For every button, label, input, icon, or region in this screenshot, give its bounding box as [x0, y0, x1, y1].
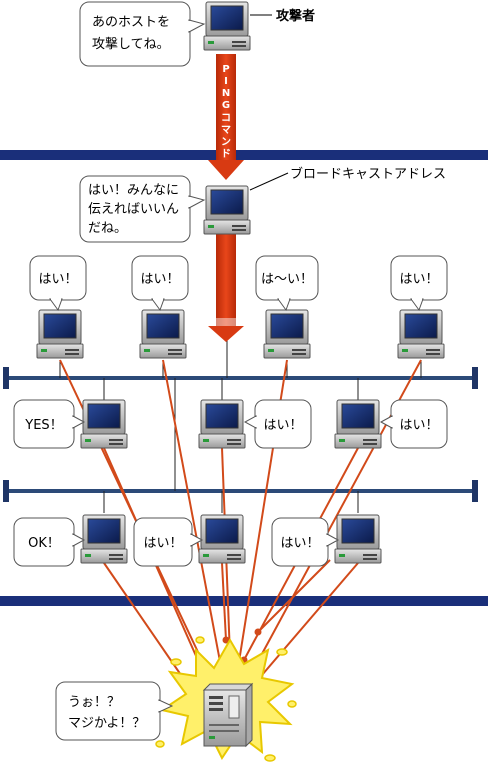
- broadcast-address-label: ブロードキャストアドレス: [290, 166, 446, 182]
- network-band-top: [0, 150, 488, 160]
- svg-text:ド: ド: [221, 148, 231, 160]
- row1-reply-bubble-2: はい！: [131, 255, 189, 312]
- broadcast-computer: [203, 185, 251, 235]
- svg-text:はい！: はい！: [143, 536, 182, 551]
- row1-host-3: [263, 309, 311, 359]
- attacker-label: 攻撃者: [276, 8, 315, 24]
- svg-text:だね。: だね。: [88, 221, 127, 236]
- row2-reply-bubble-1: YES！: [13, 399, 86, 449]
- row1-reply-bubble-4: はい！: [390, 255, 448, 312]
- svg-text:マジかよ！？: マジかよ！？: [68, 716, 145, 731]
- svg-text:ン: ン: [221, 137, 231, 148]
- row3-host-3: [334, 514, 382, 564]
- lan-bus-2: [3, 480, 478, 502]
- row3-host-1: [80, 514, 128, 564]
- broadcast-speech-bubble: はい！みんなに 伝えればいいん だね。: [79, 175, 206, 243]
- row2-reply-bubble-2: はい！: [243, 399, 312, 449]
- svg-text:マ: マ: [221, 125, 231, 136]
- svg-text:は〜い！: は〜い！: [261, 272, 313, 287]
- svg-text:あのホストを: あのホストを: [92, 15, 170, 30]
- svg-text:OK！: OK！: [28, 536, 60, 551]
- svg-text:はい！: はい！: [38, 272, 77, 287]
- ping-command-arrow: [208, 54, 244, 180]
- svg-text:はい！みんなに: はい！みんなに: [88, 183, 179, 198]
- svg-text:攻撃してね。: 攻撃してね。: [92, 36, 170, 52]
- row3-host-2: [198, 514, 246, 564]
- row2-host-1: [80, 399, 128, 449]
- svg-text:うぉ！？: うぉ！？: [68, 695, 120, 710]
- svg-text:はい！: はい！: [399, 418, 438, 433]
- row3-reply-bubble-3: はい！: [271, 517, 340, 567]
- network-connectors: [59, 340, 422, 513]
- row1-host-1: [36, 309, 84, 359]
- victim-speech-bubble: うぉ！？ マジかよ！？: [55, 681, 174, 741]
- svg-text:はい！: はい！: [280, 536, 319, 551]
- svg-text:コ: コ: [221, 113, 231, 124]
- row1-reply-bubble-3: は〜い！: [255, 255, 319, 312]
- row2-host-3: [334, 399, 382, 449]
- svg-text:G: G: [222, 100, 230, 111]
- row3-reply-bubble-1: OK！: [13, 517, 86, 567]
- row1-reply-bubble-1: はい！: [29, 255, 87, 312]
- svg-text:I: I: [224, 76, 228, 87]
- svg-text:YES！: YES！: [24, 418, 62, 433]
- svg-text:はい！: はい！: [140, 272, 179, 287]
- svg-text:はい！: はい！: [399, 272, 438, 287]
- row1-host-2: [139, 309, 187, 359]
- network-band-bottom: [0, 596, 488, 606]
- lan-bus-1: [3, 367, 478, 389]
- svg-text:N: N: [222, 88, 230, 99]
- svg-text:P: P: [222, 64, 229, 75]
- row2-host-2: [198, 399, 246, 449]
- ping-command-label: P I N G コ マ ン ド: [221, 64, 231, 160]
- row3-reply-bubble-2: はい！: [133, 517, 204, 567]
- broadcast-arrow: [208, 234, 244, 342]
- attacker-speech-bubble: あのホストを 攻撃してね。: [79, 1, 206, 67]
- row2-reply-bubble-3: はい！: [379, 399, 448, 449]
- svg-text:伝えればいいん: 伝えればいいん: [88, 202, 179, 217]
- row1-host-4: [397, 309, 445, 359]
- broadcast-label-leader: [249, 172, 289, 191]
- victim-server: [202, 682, 254, 748]
- attacker-computer: [203, 1, 251, 51]
- svg-text:はい！: はい！: [263, 418, 302, 433]
